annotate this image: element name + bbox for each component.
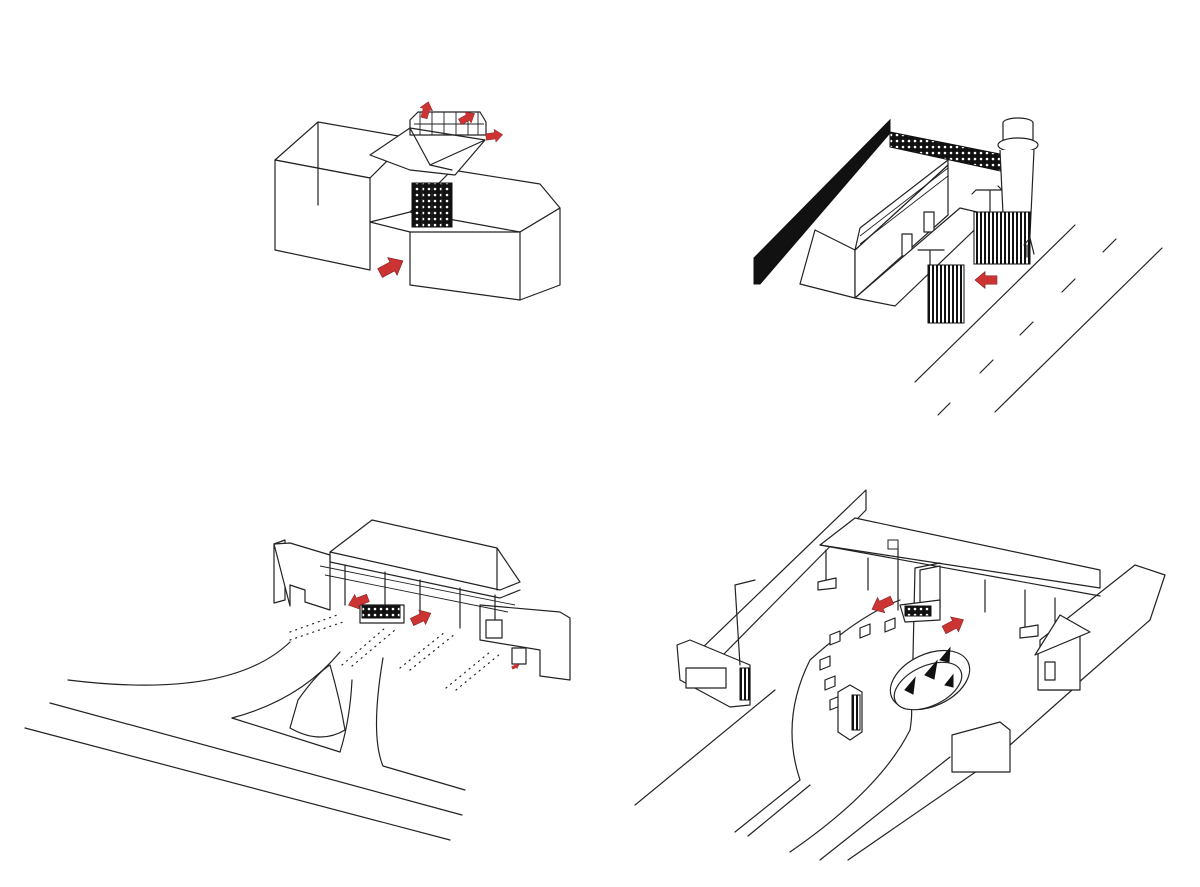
rooftop-railing bbox=[409, 111, 487, 136]
entry-arrow bbox=[408, 605, 435, 630]
lane-dots bbox=[289, 613, 501, 691]
entry-arrow bbox=[974, 271, 998, 289]
entry-arrow bbox=[939, 611, 968, 638]
entry-arrow bbox=[374, 251, 409, 283]
road bbox=[24, 641, 466, 841]
exit-arrow bbox=[456, 107, 479, 128]
guard-building bbox=[799, 229, 856, 299]
sliding-gate bbox=[927, 264, 965, 324]
road bbox=[914, 224, 1163, 416]
panel-fenced-gate-tower bbox=[753, 117, 1163, 416]
panel-canopy-checkpoint bbox=[24, 519, 571, 841]
central-roof bbox=[369, 127, 486, 176]
street-lamp bbox=[734, 579, 756, 666]
panel-gatehouse-building bbox=[274, 99, 561, 301]
barriers bbox=[819, 617, 896, 711]
road bbox=[634, 599, 991, 861]
perimeter-fence-left bbox=[753, 118, 891, 285]
palm-plants bbox=[904, 646, 954, 695]
exit-arrow bbox=[484, 127, 504, 144]
canopy-roof bbox=[329, 519, 521, 591]
sliding-gate bbox=[973, 211, 1031, 265]
canopy-roof bbox=[819, 517, 1101, 589]
panel-entrance-plaza bbox=[634, 489, 1166, 861]
